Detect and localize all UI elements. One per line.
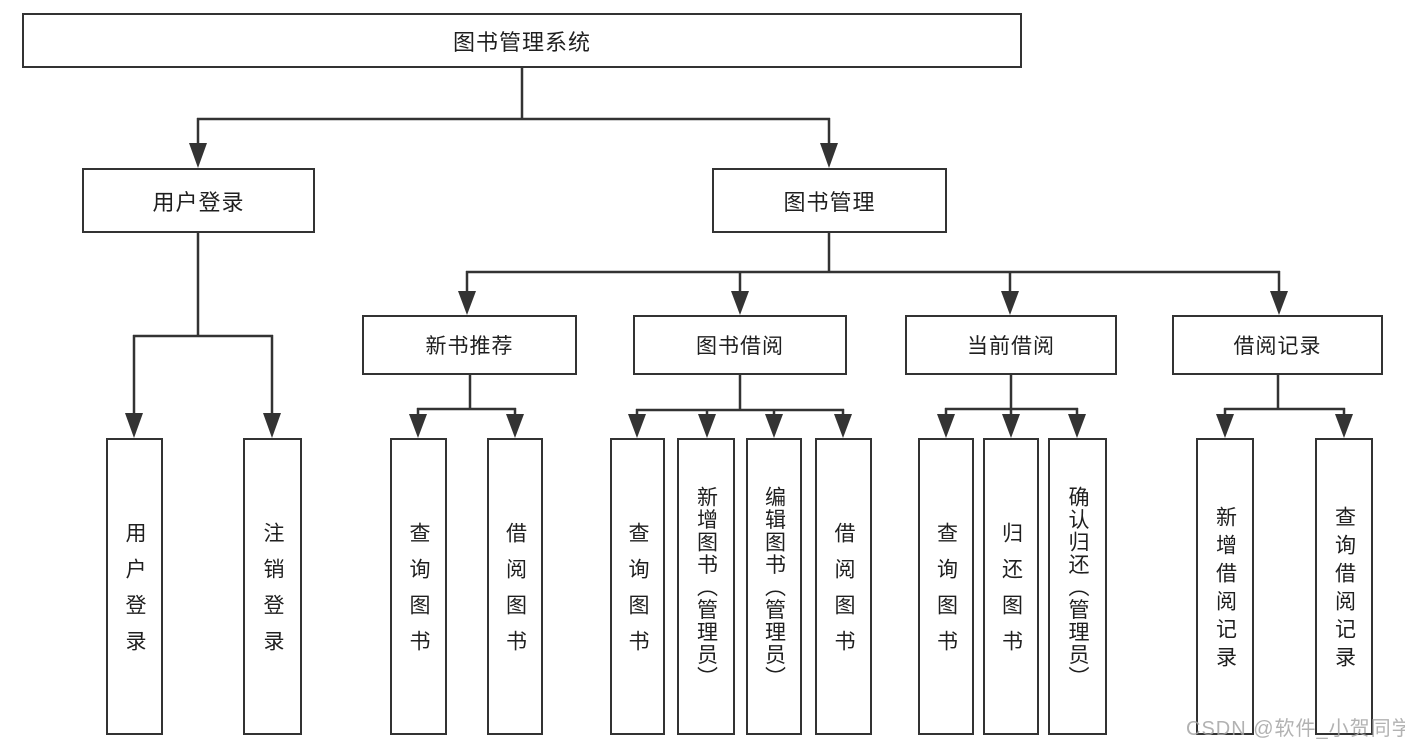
leaf-label: 新增图书（管理员） — [694, 486, 718, 689]
leaf-query-books-1: 查询图书 — [390, 438, 447, 735]
node-label: 借阅记录 — [1233, 335, 1322, 358]
leaf-label: 注销登录 — [261, 521, 284, 666]
leaf-user-login: 用户登录 — [106, 438, 163, 735]
leaf-add-borrow-record: 新增借阅记录 — [1196, 438, 1254, 735]
node-label: 图书管理系统 — [452, 29, 591, 55]
leaf-query-books-3: 查询图书 — [918, 438, 974, 735]
node-current-borrowing: 当前借阅 — [905, 315, 1117, 375]
leaf-label: 编辑图书（管理员） — [762, 486, 786, 689]
node-user-login-branch: 用户登录 — [82, 168, 315, 233]
node-label: 新书推荐 — [425, 335, 514, 358]
node-label: 图书管理 — [783, 189, 876, 215]
leaf-label: 查询图书 — [934, 521, 958, 666]
leaf-label: 用户登录 — [123, 521, 146, 666]
leaf-add-book-admin: 新增图书（管理员） — [677, 438, 735, 735]
leaf-confirm-return-admin: 确认归还（管理员） — [1048, 438, 1107, 735]
leaf-edit-book-admin: 编辑图书（管理员） — [746, 438, 802, 735]
leaf-borrow-books-1: 借阅图书 — [487, 438, 543, 735]
node-book-management-branch: 图书管理 — [712, 168, 947, 233]
leaf-label: 归还图书 — [999, 521, 1023, 666]
leaf-query-books-2: 查询图书 — [610, 438, 665, 735]
leaf-label: 确认归还（管理员） — [1066, 486, 1089, 689]
leaf-logout: 注销登录 — [243, 438, 302, 735]
node-book-borrowing: 图书借阅 — [633, 315, 847, 375]
node-label: 当前借阅 — [967, 335, 1055, 358]
leaf-query-borrow-record: 查询借阅记录 — [1315, 438, 1373, 735]
leaf-label: 借阅图书 — [503, 521, 527, 666]
leaf-label: 查询图书 — [626, 521, 649, 666]
leaf-label: 查询图书 — [407, 521, 430, 666]
leaf-borrow-books-2: 借阅图书 — [815, 438, 872, 735]
leaf-label: 查询借阅记录 — [1332, 506, 1356, 674]
leaf-label: 新增借阅记录 — [1213, 506, 1237, 674]
node-label: 图书借阅 — [696, 335, 784, 358]
leaf-label: 借阅图书 — [832, 521, 855, 666]
node-new-book-recommend: 新书推荐 — [362, 315, 577, 375]
node-root-system: 图书管理系统 — [22, 13, 1022, 68]
node-label: 用户登录 — [152, 189, 245, 215]
node-borrowing-records: 借阅记录 — [1172, 315, 1383, 375]
leaf-return-book: 归还图书 — [983, 438, 1039, 735]
